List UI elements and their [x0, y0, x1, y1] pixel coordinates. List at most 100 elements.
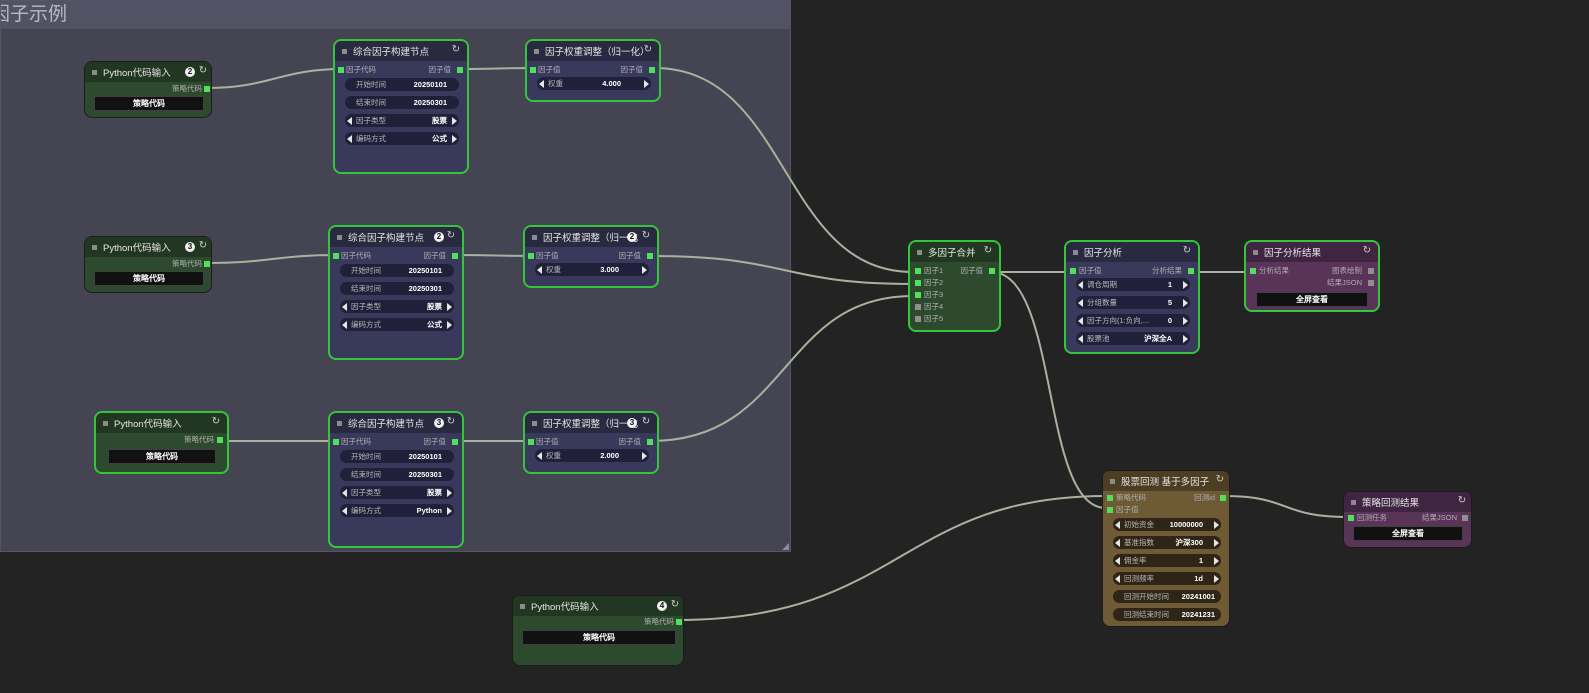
- collapse-dot-icon[interactable]: [103, 420, 108, 426]
- arrow-right-icon[interactable]: [1183, 299, 1188, 307]
- input-port-2[interactable]: [915, 280, 921, 286]
- node-header[interactable]: 综合因子构建节点 ↻: [335, 41, 467, 61]
- arrow-left-icon[interactable]: [537, 266, 542, 274]
- arrow-left-icon[interactable]: [1115, 575, 1120, 583]
- input-port-4[interactable]: [915, 304, 921, 310]
- output-port[interactable]: [457, 67, 463, 73]
- refresh-icon[interactable]: ↻: [641, 416, 651, 427]
- arrow-left-icon[interactable]: [537, 452, 542, 460]
- collapse-dot-icon[interactable]: [532, 420, 537, 426]
- output-port[interactable]: [649, 67, 655, 73]
- stock-pool-combo[interactable]: 股票池沪深全A: [1076, 332, 1190, 345]
- output-port[interactable]: [1188, 268, 1194, 274]
- arrow-left-icon[interactable]: [347, 135, 352, 143]
- node-python-input-2[interactable]: Python代码输入 3 ↻ 策略代码 策略代码: [84, 236, 212, 293]
- arrow-right-icon[interactable]: [1183, 317, 1188, 325]
- collapse-dot-icon[interactable]: [92, 244, 97, 250]
- arrow-right-icon[interactable]: [447, 321, 452, 329]
- arrow-right-icon[interactable]: [447, 303, 452, 311]
- refresh-icon[interactable]: ↻: [198, 65, 208, 76]
- node-factor-analysis-result[interactable]: 因子分析结果 ↻ 分析结果 图表绘制 结果JSON 全屏查看: [1244, 240, 1380, 312]
- node-header[interactable]: 综合因子构建节点 3 ↻: [330, 413, 462, 433]
- refresh-icon[interactable]: ↻: [446, 230, 456, 241]
- arrow-right-icon[interactable]: [452, 135, 457, 143]
- output-port[interactable]: [1220, 495, 1226, 501]
- arrow-right-icon[interactable]: [1214, 539, 1219, 547]
- collapse-dot-icon[interactable]: [1073, 249, 1078, 255]
- input-port[interactable]: [338, 67, 344, 73]
- encoding-combo[interactable]: 编码方式公式: [345, 132, 459, 145]
- node-header[interactable]: 股票回测 基于多因子 ↻: [1103, 471, 1229, 491]
- output-port[interactable]: [647, 253, 653, 259]
- refresh-icon[interactable]: ↻: [1457, 495, 1467, 506]
- node-header[interactable]: Python代码输入 2 ↻: [85, 62, 211, 82]
- arrow-right-icon[interactable]: [1183, 281, 1188, 289]
- arrow-left-icon[interactable]: [1078, 281, 1083, 289]
- output-port[interactable]: [1462, 515, 1468, 521]
- output-port[interactable]: [647, 439, 653, 445]
- refresh-icon[interactable]: ↻: [983, 245, 993, 256]
- arrow-left-icon[interactable]: [342, 321, 347, 329]
- group-title[interactable]: 因子示例: [1, 1, 790, 29]
- arrow-right-icon[interactable]: [1214, 557, 1219, 565]
- node-header[interactable]: 因子分析结果 ↻: [1246, 242, 1378, 262]
- refresh-icon[interactable]: ↻: [451, 44, 461, 55]
- collapse-dot-icon[interactable]: [520, 603, 525, 609]
- node-header[interactable]: 综合因子构建节点 2 ↻: [330, 227, 462, 247]
- output-port[interactable]: [204, 261, 210, 267]
- collapse-dot-icon[interactable]: [92, 69, 97, 75]
- fullscreen-button[interactable]: 全屏查看: [1256, 292, 1368, 307]
- output-port[interactable]: [217, 437, 223, 443]
- node-header[interactable]: 因子权重调整（归一化 3 ↻: [525, 413, 657, 433]
- node-header[interactable]: Python代码输入 ↻: [96, 413, 227, 433]
- factor-direction-stepper[interactable]: 因子方向(1:负向,...0: [1076, 314, 1190, 327]
- input-port-1[interactable]: [915, 268, 921, 274]
- node-header[interactable]: 因子权重调整（归一化） ↻: [527, 41, 659, 61]
- arrow-right-icon[interactable]: [447, 489, 452, 497]
- arrow-left-icon[interactable]: [1115, 521, 1120, 529]
- collapse-dot-icon[interactable]: [337, 234, 342, 240]
- collapse-dot-icon[interactable]: [1351, 499, 1356, 505]
- node-header[interactable]: Python代码输入 4 ↻: [513, 596, 683, 616]
- arrow-left-icon[interactable]: [342, 507, 347, 515]
- node-header[interactable]: 因子权重调整（归一化 2 ↻: [525, 227, 657, 247]
- refresh-icon[interactable]: ↻: [198, 240, 208, 251]
- arrow-left-icon[interactable]: [1078, 335, 1083, 343]
- arrow-right-icon[interactable]: [1214, 575, 1219, 583]
- code-field[interactable]: 策略代码: [522, 630, 676, 645]
- node-header[interactable]: 因子分析 ↻: [1066, 242, 1198, 262]
- input-port[interactable]: [528, 253, 534, 259]
- arrow-right-icon[interactable]: [642, 452, 647, 460]
- arrow-left-icon[interactable]: [1115, 557, 1120, 565]
- arrow-right-icon[interactable]: [644, 80, 649, 88]
- factor-type-combo[interactable]: 因子类型股票: [340, 300, 454, 313]
- node-header[interactable]: 多因子合并 ↻: [910, 242, 999, 262]
- fullscreen-button[interactable]: 全屏查看: [1353, 526, 1463, 541]
- output-port[interactable]: [452, 439, 458, 445]
- arrow-right-icon[interactable]: [447, 507, 452, 515]
- refresh-icon[interactable]: ↻: [211, 416, 221, 427]
- collapse-dot-icon[interactable]: [534, 48, 539, 54]
- refresh-icon[interactable]: ↻: [446, 416, 456, 427]
- arrow-left-icon[interactable]: [347, 117, 352, 125]
- output-port[interactable]: [676, 619, 682, 625]
- input-port[interactable]: [1348, 515, 1354, 521]
